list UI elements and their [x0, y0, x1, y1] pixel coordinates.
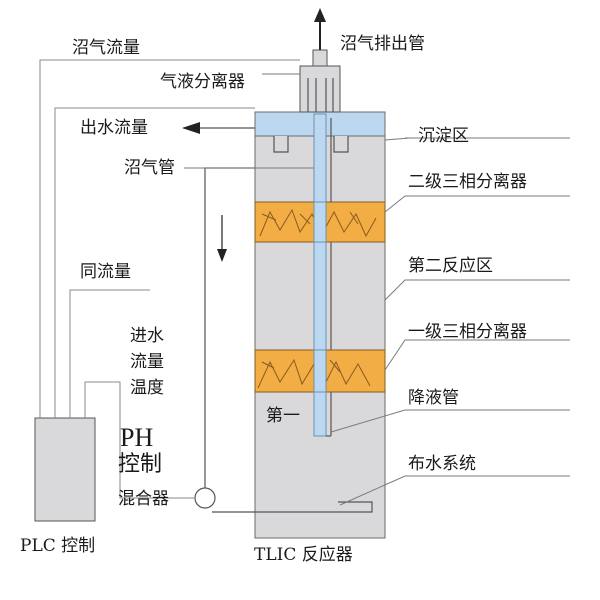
label-biogas-exhaust-pipe: 沼气排出管: [340, 34, 425, 54]
separator-inner-tubes: [307, 78, 334, 112]
label-water-distribution: 布水系统: [408, 454, 476, 474]
label-settling-zone: 沉淀区: [418, 126, 469, 146]
label-same-flow: 同流量: [80, 262, 131, 282]
label-outlet-flow: 出水流量: [80, 118, 148, 138]
label-first-zone: 第一: [266, 406, 300, 426]
overflow-weirs: [273, 136, 349, 153]
central-pipe-overlay-2: [313, 349, 327, 393]
recirculation-line: [204, 167, 255, 488]
label-ph: PH: [120, 423, 154, 452]
label-temperature: 温度: [130, 378, 164, 398]
down-arrow-head: [217, 249, 227, 262]
outlet-arrow-head: [182, 122, 200, 134]
plc-box-shape: [34, 417, 96, 522]
label-gas-liquid-separator: 气液分离器: [160, 72, 245, 92]
plc-same-flow-line: [69, 289, 150, 418]
label-biogas-pipe: 沼气管: [124, 158, 175, 178]
label-tlic-reactor: TLIC 反应器: [254, 545, 353, 565]
leader-lines: [184, 73, 570, 506]
exhaust-arrow: [314, 8, 326, 22]
label-second-reaction-zone: 第二反应区: [408, 256, 493, 276]
label-plc-control: PLC 控制: [20, 536, 96, 556]
biogas-exhaust-pipe-shape: [312, 49, 328, 67]
label-inlet: 进水: [130, 326, 164, 346]
label-flow: 流量: [130, 352, 164, 372]
plc-inlet-line: [84, 381, 195, 499]
mixer-shape: [194, 487, 216, 509]
label-downcomer: 降液管: [408, 388, 459, 408]
label-mixer: 混合器: [118, 489, 169, 509]
label-biogas-flow: 沼气流量: [72, 38, 140, 58]
plc-outlet-flow-line: [54, 107, 255, 418]
label-control: 控制: [118, 452, 163, 477]
plc-biogas-flow-line: [39, 59, 300, 418]
central-pipe-overlay: [313, 201, 327, 243]
gas-liquid-separator-shape: [299, 65, 341, 113]
water-distribution-pipe: [212, 501, 373, 513]
label-secondary-separator: 二级三相分离器: [408, 172, 527, 192]
label-primary-separator: 一级三相分离器: [408, 322, 527, 342]
